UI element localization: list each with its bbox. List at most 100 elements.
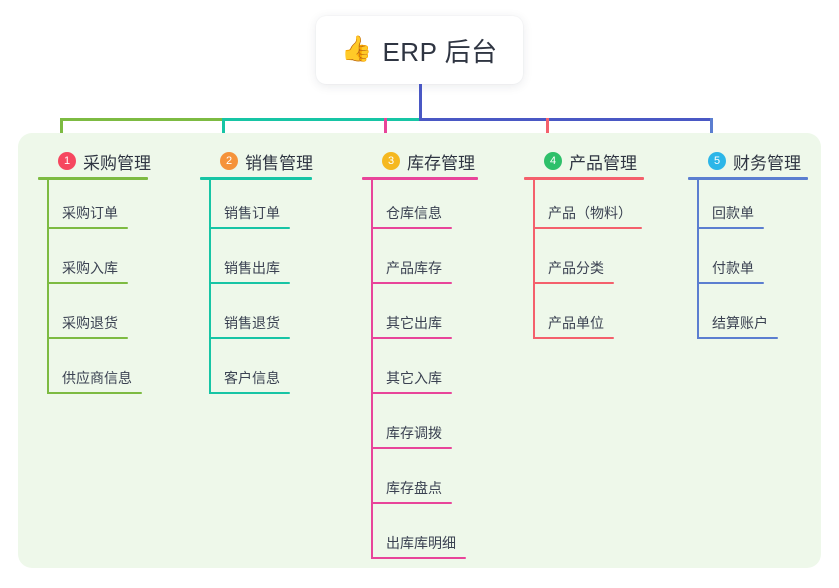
leaf-node-label: 采购退货 — [62, 315, 118, 331]
branch-header-1[interactable]: 1 采购管理 — [38, 148, 151, 174]
leaf-node-rule — [209, 392, 290, 394]
branch-badge-4: 4 — [544, 152, 562, 170]
branch-spine-1 — [47, 180, 49, 394]
branch-column-4: 4 产品管理产品（物料） 产品分类产品单位 — [524, 0, 704, 588]
leaf-node-rule — [533, 282, 614, 284]
branch-title-5: 财务管理 — [733, 153, 801, 173]
leaf-node-rule — [371, 447, 452, 449]
leaf-node-label: 出库库明细 — [386, 535, 456, 551]
branch-badge-5: 5 — [708, 152, 726, 170]
leaf-node-label: 产品分类 — [548, 260, 604, 276]
leaf-node-rule — [47, 392, 142, 394]
branch-badge-2: 2 — [220, 152, 238, 170]
leaf-node-rule — [371, 337, 452, 339]
leaf-node[interactable]: 客户信息 — [200, 358, 362, 394]
leaf-node-rule — [47, 227, 128, 229]
leaf-node-label: 产品（物料） — [548, 205, 632, 221]
leaf-node-label: 产品库存 — [386, 260, 442, 276]
branch-header-rule-4 — [524, 177, 644, 180]
connector-drop-1 — [60, 118, 63, 145]
branch-header-5[interactable]: 5 财务管理 — [688, 148, 801, 174]
leaf-node[interactable]: 采购入库 — [38, 248, 198, 284]
leaf-node-rule — [697, 282, 764, 284]
leaf-node-rule — [371, 282, 452, 284]
leaf-node-label: 库存盘点 — [386, 480, 442, 496]
leaf-node-label: 销售出库 — [224, 260, 280, 276]
root-node-title: ERP 后台 — [382, 36, 498, 67]
leaf-node-rule — [697, 227, 764, 229]
leaf-node[interactable]: 产品库存 — [362, 248, 528, 284]
branch-header-rule-1 — [38, 177, 148, 180]
leaf-node-rule — [371, 557, 466, 559]
leaf-node[interactable]: 销售出库 — [200, 248, 362, 284]
leaf-node-label: 其它入库 — [386, 370, 442, 386]
leaf-node-rule — [533, 227, 642, 229]
leaf-node-label: 产品单位 — [548, 315, 604, 331]
branch-spine-4 — [533, 180, 535, 339]
leaf-node-rule — [371, 392, 452, 394]
branch-spine-2 — [209, 180, 211, 394]
leaf-node[interactable]: 出库库明细 — [362, 523, 528, 559]
leaf-node-rule — [697, 337, 778, 339]
branch-header-4[interactable]: 4 产品管理 — [524, 148, 637, 174]
leaf-node-label: 供应商信息 — [62, 370, 132, 386]
leaf-node-label: 客户信息 — [224, 370, 280, 386]
connector-drop-5 — [710, 118, 713, 145]
connector-drop-4 — [546, 118, 549, 145]
branch-header-rule-5 — [688, 177, 808, 180]
leaf-node[interactable]: 结算账户 — [688, 303, 839, 339]
leaf-node-label: 回款单 — [712, 205, 754, 221]
leaf-node-label: 采购订单 — [62, 205, 118, 221]
branch-column-1: 1 采购管理采购订单采购入库采购退货供应商信息 — [38, 0, 208, 588]
leaf-node[interactable]: 付款单 — [688, 248, 839, 284]
branch-header-2[interactable]: 2 销售管理 — [200, 148, 313, 174]
branch-header-rule-2 — [200, 177, 312, 180]
leaf-node-rule — [371, 227, 452, 229]
branch-title-1: 采购管理 — [83, 153, 151, 173]
connector-root-stem — [419, 84, 422, 121]
leaf-node[interactable]: 库存盘点 — [362, 468, 528, 504]
connector-drop-2 — [222, 118, 225, 145]
branch-title-4: 产品管理 — [569, 153, 637, 173]
leaf-node-label: 库存调拨 — [386, 425, 442, 441]
leaf-node[interactable]: 其它入库 — [362, 358, 528, 394]
leaf-node-label: 销售退货 — [224, 315, 280, 331]
leaf-node[interactable]: 销售退货 — [200, 303, 362, 339]
leaf-node-label: 付款单 — [712, 260, 754, 276]
leaf-node[interactable]: 销售订单 — [200, 193, 362, 229]
leaf-node-rule — [209, 337, 290, 339]
leaf-node[interactable]: 产品（物料） — [524, 193, 694, 229]
leaf-node[interactable]: 产品分类 — [524, 248, 694, 284]
branch-title-3: 库存管理 — [407, 153, 475, 173]
leaf-node[interactable]: 采购退货 — [38, 303, 198, 339]
branch-badge-3: 3 — [382, 152, 400, 170]
branch-column-5: 5 财务管理回款单付款单结算账户 — [688, 0, 839, 588]
root-node[interactable]: 👍 ERP 后台 — [316, 16, 523, 84]
branch-spine-5 — [697, 180, 699, 339]
leaf-node-label: 销售订单 — [224, 205, 280, 221]
leaf-node[interactable]: 仓库信息 — [362, 193, 528, 229]
leaf-node-label: 结算账户 — [712, 315, 768, 331]
leaf-node[interactable]: 采购订单 — [38, 193, 198, 229]
leaf-node-rule — [209, 227, 290, 229]
branch-header-rule-3 — [362, 177, 478, 180]
leaf-node-rule — [209, 282, 290, 284]
connector-bar-left — [60, 118, 224, 121]
branch-header-3[interactable]: 3 库存管理 — [362, 148, 475, 174]
leaf-node-rule — [47, 282, 128, 284]
leaf-node[interactable]: 供应商信息 — [38, 358, 198, 394]
thumbs-up-icon: 👍 — [341, 34, 373, 63]
leaf-node-label: 仓库信息 — [386, 205, 442, 221]
leaf-node-label: 其它出库 — [386, 315, 442, 331]
leaf-node[interactable]: 回款单 — [688, 193, 839, 229]
leaf-node-label: 采购入库 — [62, 260, 118, 276]
connector-bar-right — [419, 118, 713, 121]
branch-badge-1: 1 — [58, 152, 76, 170]
leaf-node[interactable]: 库存调拨 — [362, 413, 528, 449]
leaf-node[interactable]: 产品单位 — [524, 303, 694, 339]
leaf-node[interactable]: 其它出库 — [362, 303, 528, 339]
connector-bar-mid — [222, 118, 421, 121]
branch-title-2: 销售管理 — [245, 153, 313, 173]
branch-column-2: 2 销售管理销售订单销售出库销售退货客户信息 — [200, 0, 372, 588]
